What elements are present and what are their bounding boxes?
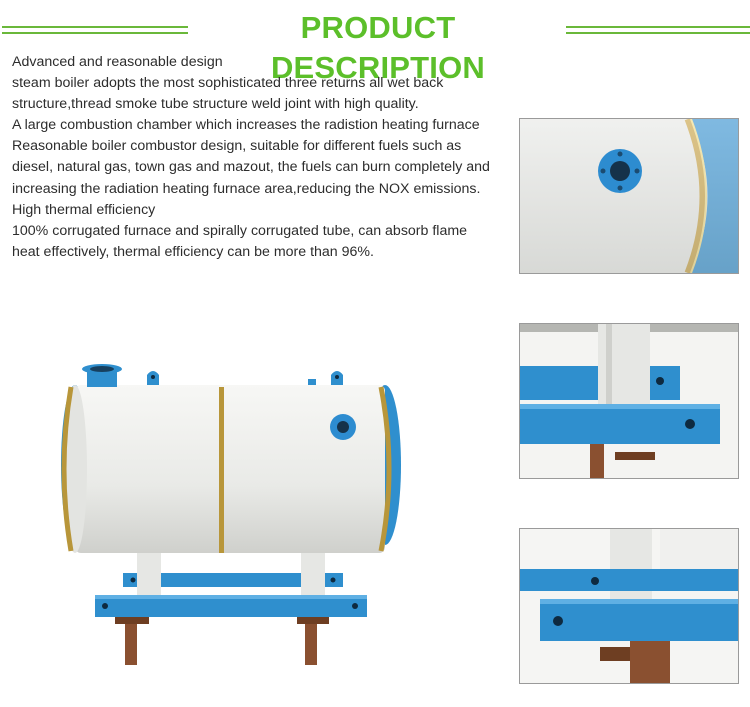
boiler-saddle-support-closeup-photo — [519, 323, 739, 479]
product-description: Advanced and reasonable design steam boi… — [12, 52, 512, 263]
description-line: A large combustion chamber which increas… — [12, 117, 480, 134]
section-header: PRODUCT DESCRIPTION — [0, 8, 750, 85]
description-line: heat effectively, thermal efficiency can… — [12, 243, 374, 260]
section-title: PRODUCT DESCRIPTION — [270, 10, 486, 85]
description-line: steam boiler adopts the most sophisticat… — [12, 75, 444, 92]
header-decoration-right — [566, 26, 750, 38]
description-line: diesel, natural gas, town gas and mazout… — [12, 159, 490, 176]
description-line: Reasonable boiler combustor design, suit… — [12, 138, 462, 155]
boiler-base-frame-closeup-photo — [519, 528, 739, 684]
header-decoration-left — [2, 26, 188, 38]
description-line: High thermal efficiency — [12, 201, 156, 218]
boiler-flange-closeup-photo — [519, 118, 739, 274]
description-line: increasing the radiation heating furnace… — [12, 180, 481, 197]
description-line: structure,thread smoke tube structure we… — [12, 96, 419, 113]
description-line: Advanced and reasonable design — [12, 54, 223, 70]
boiler-full-view-photo — [55, 355, 415, 675]
description-line: 100% corrugated furnace and spirally cor… — [12, 222, 468, 239]
